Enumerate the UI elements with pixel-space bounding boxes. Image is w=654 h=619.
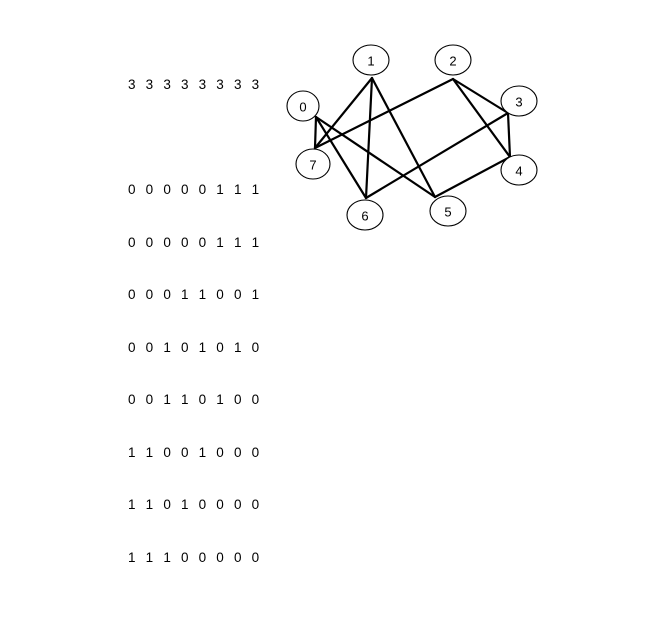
edge-1-6 [364,76,374,200]
node-label-6: 6 [361,209,368,224]
node-1: 1 [352,44,390,76]
graph-nodes: 0 1 2 3 4 5 6 7 [286,44,538,231]
matrix-row-6: 1 1 0 1 0 0 0 0 [128,497,263,512]
degree-sequence: 3 3 3 3 3 3 3 3 [128,77,263,92]
edge-0-6 [314,115,368,200]
node-4: 4 [500,154,538,186]
node-3: 3 [500,85,538,117]
node-6: 6 [346,199,384,231]
node-5: 5 [429,195,467,227]
edge-2-7 [313,77,455,150]
node-label-3: 3 [515,95,522,110]
matrix-row-2: 0 0 0 1 1 0 0 1 [128,287,263,302]
edge-1-7 [313,76,374,150]
node-label-4: 4 [515,164,522,179]
node-0: 0 [286,90,320,122]
node-2: 2 [434,44,472,76]
matrix-row-5: 1 1 0 0 1 0 0 0 [128,444,263,460]
node-circle-3 [500,85,538,117]
node-label-7: 7 [309,158,316,173]
edge-3-6 [364,111,510,200]
matrix-row-1: 0 0 0 0 0 1 1 1 [128,234,263,250]
node-circle-5 [429,195,467,227]
node-7: 7 [295,148,331,180]
node-circle-2 [434,44,472,76]
edge-1-5 [370,76,437,199]
node-circle-7 [295,148,331,180]
node-label-2: 2 [449,54,456,69]
graph-diagram: 0 1 2 3 4 5 6 7 [286,44,538,231]
edge-4-5 [433,155,512,199]
matrix-row-7: 1 1 1 0 0 0 0 0 [128,549,263,565]
edge-3-4 [506,111,512,159]
node-circle-1 [352,44,390,76]
node-circle-0 [286,90,320,122]
node-label-5: 5 [444,205,451,220]
node-label-1: 1 [367,54,374,69]
graph-edges [313,76,512,200]
edge-0-7 [313,115,318,150]
matrix-row-3: 0 0 1 0 1 0 1 0 [128,339,263,355]
matrix-row-0: 0 0 0 0 0 1 1 1 [128,182,263,197]
node-circle-6 [346,199,384,231]
node-circle-4 [500,154,538,186]
node-label-0: 0 [299,100,306,115]
edge-2-4 [451,77,512,159]
edge-0-5 [314,115,437,199]
matrix-row-4: 0 0 1 1 0 1 0 0 [128,392,263,407]
edge-2-3 [451,77,510,115]
